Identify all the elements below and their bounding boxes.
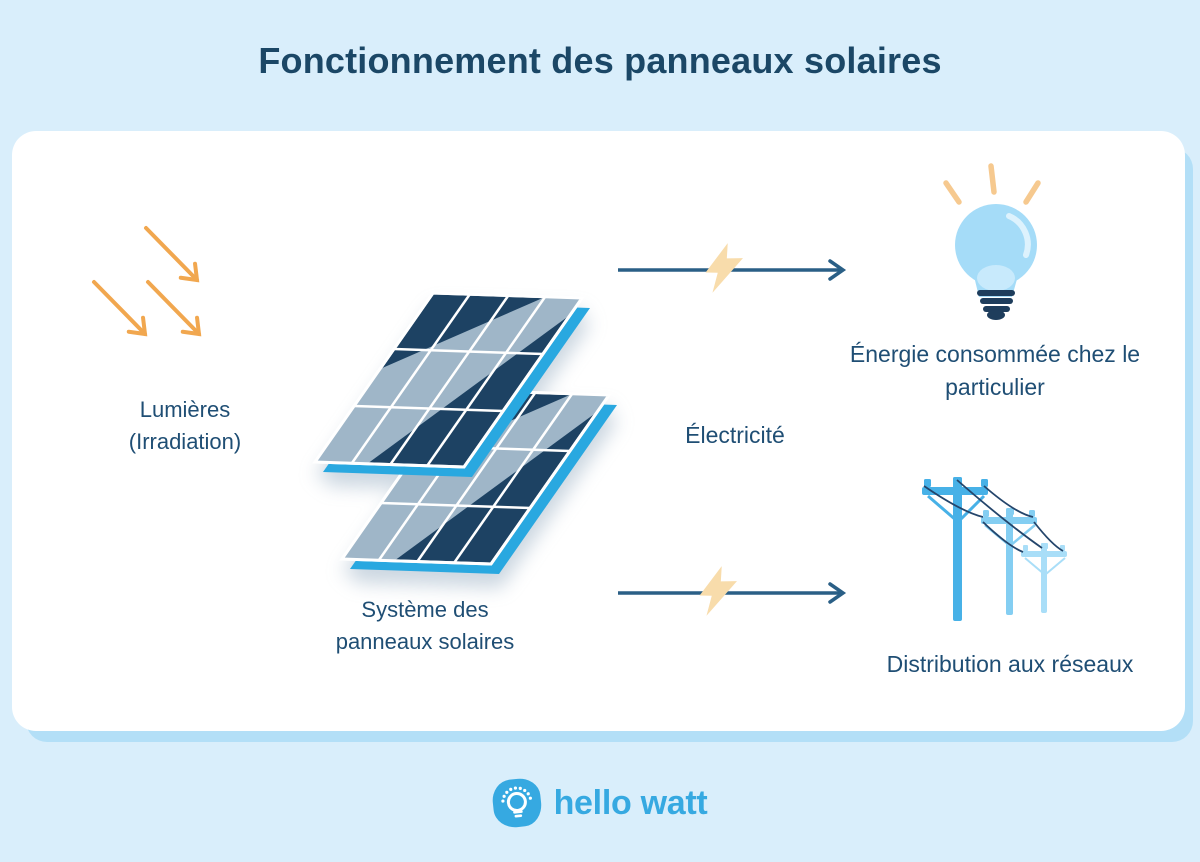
solar-panels-label-line2: panneaux solaires xyxy=(335,629,515,654)
electricity-label: Électricité xyxy=(685,422,785,448)
consumption-label: Énergie consommée chez le particulier xyxy=(815,338,1175,404)
brand-logo-icon xyxy=(490,776,543,830)
sun-ray-arrow xyxy=(92,280,148,337)
light-source-label-line2: (Irradiation) xyxy=(128,429,242,454)
solar-panels-icon xyxy=(312,291,617,574)
power-pole-far xyxy=(1021,543,1067,613)
flow-arrow-bottom xyxy=(618,566,847,616)
lightning-bolt-icon xyxy=(699,566,737,616)
brand-name: hello watt xyxy=(553,783,708,822)
sun-ray-arrow xyxy=(144,226,200,283)
power-pole-near xyxy=(922,477,988,621)
lightning-bolt-icon xyxy=(705,243,743,293)
light-source-label: Lumières (Irradiation) xyxy=(85,394,285,458)
power-lines-icon xyxy=(922,477,1067,621)
consumption-label-line1: Énergie consommée chez le xyxy=(849,341,1141,367)
power-wires xyxy=(923,479,1064,553)
bulb-body xyxy=(955,204,1037,297)
solar-panels-label-line1: Système des xyxy=(361,597,489,622)
sun-rays-icon xyxy=(92,226,202,337)
flow-arrow-top xyxy=(618,243,847,293)
solar-panel-front xyxy=(312,291,590,477)
distribution-label: Distribution aux réseaux xyxy=(886,651,1134,677)
bulb-base xyxy=(977,290,1015,320)
bulb-rays xyxy=(943,163,1041,205)
light-bulb-icon xyxy=(943,163,1041,320)
solar-panels-label: Système des panneaux solaires xyxy=(310,594,540,658)
solar-panel-back xyxy=(339,388,617,574)
light-source-label-line1: Lumières xyxy=(139,397,231,422)
footer-logo: hello watt xyxy=(0,776,1200,830)
page-title: Fonctionnement des panneaux solaires xyxy=(258,40,942,81)
sun-ray-arrow xyxy=(146,280,202,337)
consumption-label-line2: particulier xyxy=(945,374,1045,400)
brand-bulb-glyph xyxy=(500,786,532,818)
